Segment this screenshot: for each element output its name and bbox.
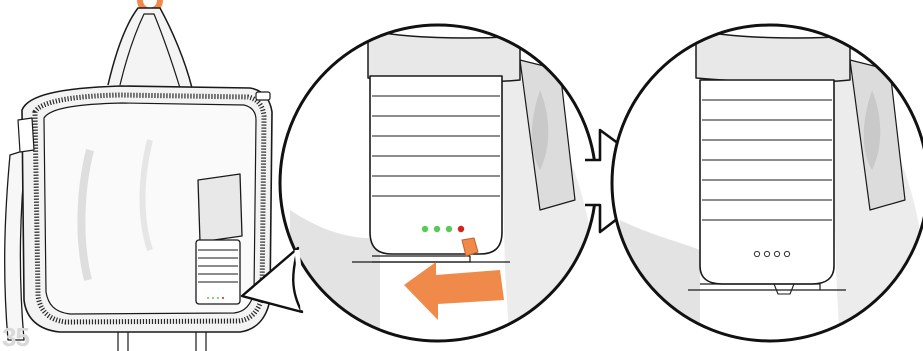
led-4-icon (458, 226, 464, 232)
led-off-1-icon (754, 251, 759, 256)
led-off-2-icon (764, 251, 769, 256)
page-number: 35 (2, 322, 29, 351)
zoom-callout-before (280, 25, 600, 351)
led-2-icon (434, 226, 440, 232)
bag-illustration (5, 0, 272, 351)
led-1-icon (422, 226, 428, 232)
led-off-4-icon (784, 251, 789, 256)
led-off-3-icon (774, 251, 779, 256)
zoom-callout-after (612, 25, 923, 351)
led-3-icon (446, 226, 452, 232)
